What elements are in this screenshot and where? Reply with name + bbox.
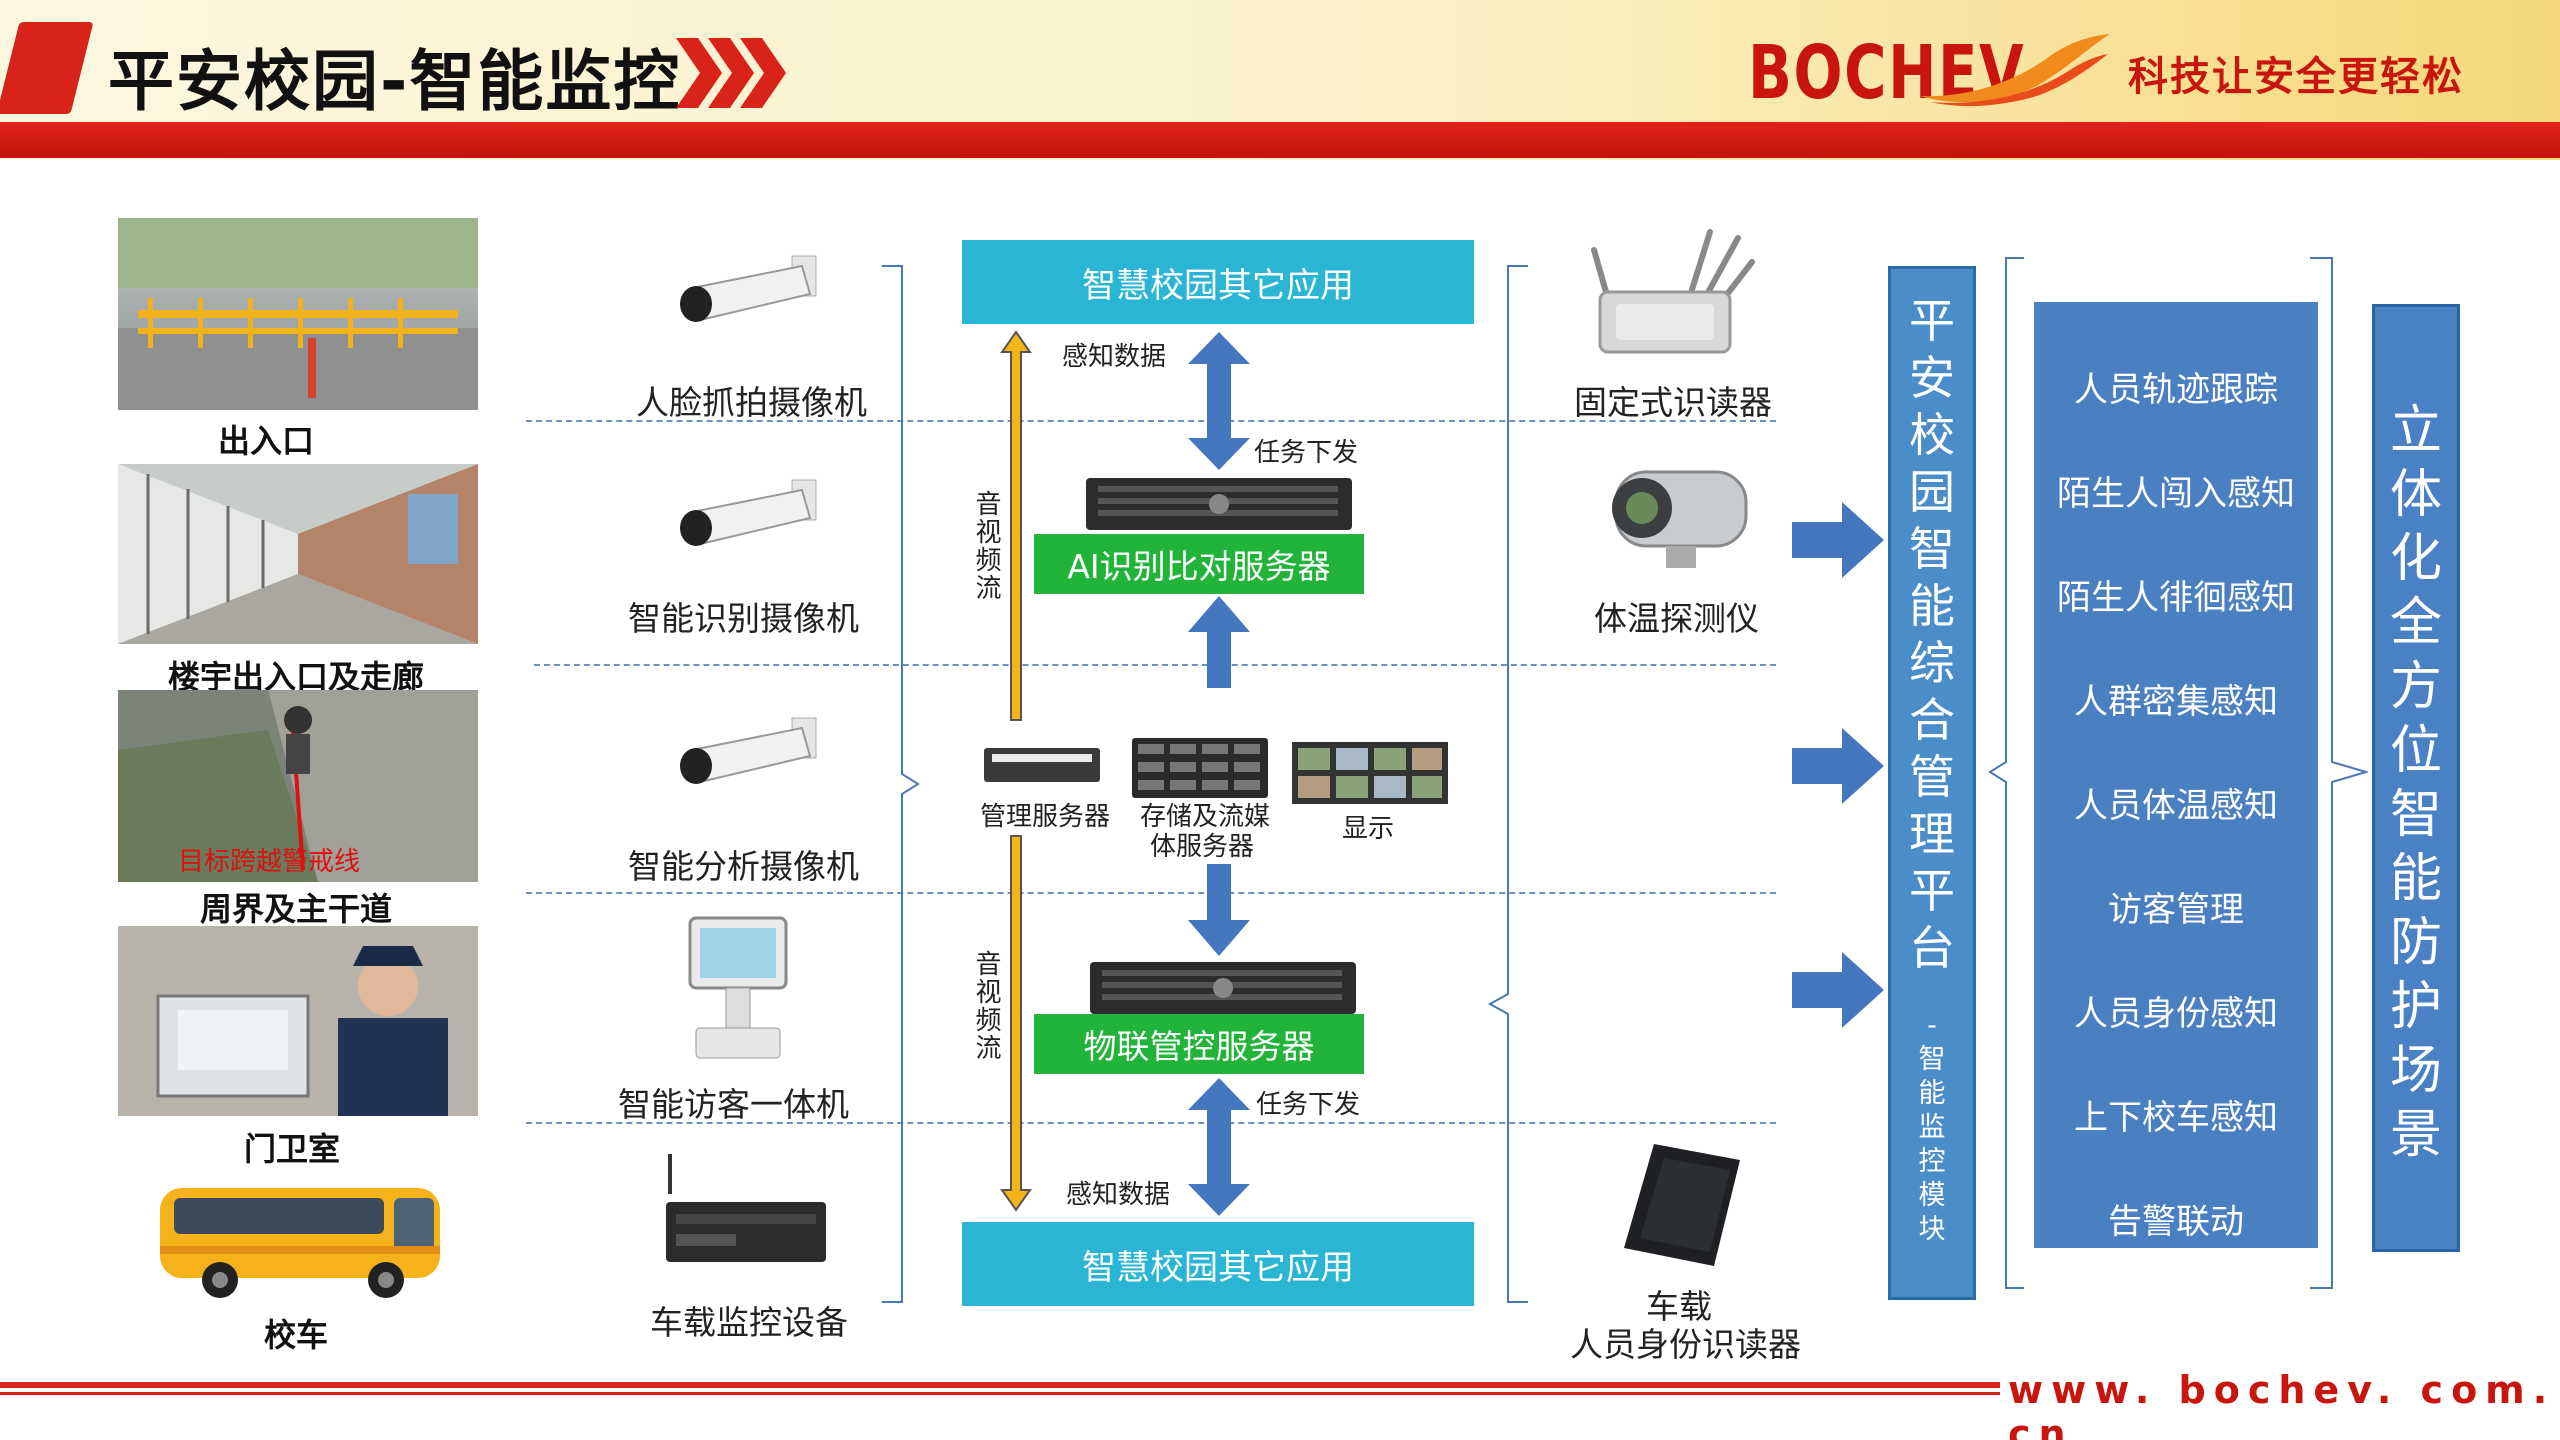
right-arrow-icon (1792, 952, 1884, 1028)
row-separator (526, 892, 1776, 894)
center-group-bracket (1487, 265, 1528, 1303)
left-group-bracket (882, 265, 920, 1303)
ai-server-rack-icon (1086, 478, 1352, 530)
scene-photo-entrance (118, 218, 478, 410)
vehicle-monitor-device-icon (666, 1154, 826, 1262)
function-item: 人群密集感知 (2074, 682, 2278, 722)
recognition-camera-icon (680, 479, 817, 546)
function-list-panel: 人员轨迹跟踪 陌生人闯入感知 陌生人徘徊感知 人群密集感知 人员体温感知 访客管… (2034, 302, 2318, 1248)
slogan: 科技让安全更轻松 (2128, 54, 2464, 100)
scene-photo-corridor (118, 464, 478, 644)
analysis-camera-icon (680, 717, 817, 784)
management-server-label: 管理服务器 (980, 802, 1111, 832)
top-app-box: 智慧校园其它应用 (962, 240, 1474, 324)
management-platform-box: 平安校园智能综合管理平台 -智能监控模块 (1888, 266, 1976, 1300)
device-label-vehicle-reader-line2: 人员身份识读器 (1570, 1325, 1801, 1364)
function-item: 人员轨迹跟踪 (2074, 370, 2278, 410)
device-label-visitor-kiosk: 智能访客一体机 (618, 1085, 849, 1124)
bidirectional-arrow-top (1188, 332, 1250, 470)
management-server-icon (984, 748, 1100, 782)
visitor-kiosk-icon (688, 916, 788, 1059)
header-red-stripe (0, 122, 2560, 158)
av-stream-label-top: 音视频流 (971, 490, 1001, 602)
footer-red-line-thin (0, 1392, 2000, 1395)
scene-label-corridor: 楼宇出入口及走廊 (168, 658, 425, 696)
row-separator (526, 420, 1776, 422)
bottom-app-box: 智慧校园其它应用 (962, 1222, 1474, 1306)
storage-server-label-line2: 体服务器 (1150, 832, 1255, 862)
perimeter-overlay-text: 目标跨越警戒线 (178, 847, 360, 877)
function-item: 人员身份感知 (2074, 994, 2278, 1034)
footer-url: www. bochev. com. cn (2008, 1368, 2556, 1440)
thermal-detector-icon (1612, 470, 1748, 568)
title-badge (0, 22, 94, 114)
device-label-face-camera: 人脸抓拍摄像机 (636, 383, 867, 422)
summary-text: 立体化全方位智能防护场景 (2389, 401, 2442, 1165)
device-label-vehicle-monitor: 车载监控设备 (650, 1303, 848, 1342)
scene-label-entrance: 出入口 (218, 422, 315, 460)
up-arrow-icon (1188, 596, 1250, 688)
platform-subtitle: -智能监控模块 (1918, 1010, 1946, 1245)
fixed-reader-icon (1591, 229, 1755, 354)
scene-label-perimeter: 周界及主干道 (200, 890, 393, 928)
task-label-bottom: 任务下发 (1256, 1090, 1361, 1120)
av-stream-arrow-bottom (1000, 835, 1032, 1212)
function-item: 陌生人闯入感知 (2057, 474, 2295, 514)
sense-data-label-bottom: 感知数据 (1066, 1180, 1171, 1210)
footer-red-line (0, 1382, 2000, 1388)
header-bar: 平安校园-智能监控 BOCHEV 科技让安全更轻松 (0, 0, 2560, 160)
storage-server-icon (1132, 738, 1268, 798)
device-label-vehicle-reader-line1: 车载 (1646, 1287, 1712, 1326)
display-label: 显示 (1342, 814, 1395, 844)
function-item: 陌生人徘徊感知 (2057, 578, 2295, 618)
function-item: 人员体温感知 (2074, 786, 2278, 826)
device-label-analysis-camera: 智能分析摄像机 (628, 847, 859, 886)
video-wall-display-icon (1292, 742, 1448, 804)
school-bus-image (160, 1188, 440, 1298)
right-arrow-icon (1792, 502, 1884, 578)
face-capture-camera-icon (680, 255, 817, 322)
storage-server-label-line1: 存储及流媒 (1140, 802, 1271, 832)
device-label-thermal-detector: 体温探测仪 (1594, 599, 1759, 638)
flame-swoosh-icon (1920, 34, 2110, 107)
av-stream-arrow-top (1000, 330, 1032, 721)
scene-label-bus: 校车 (264, 1316, 329, 1354)
bidirectional-arrow-bottom (1188, 1078, 1250, 1216)
function-item: 上下校车感知 (2074, 1098, 2278, 1138)
av-stream-label-bottom: 音视频流 (971, 950, 1001, 1062)
iot-server-rack-icon (1090, 962, 1356, 1014)
ai-server-box: AI识别比对服务器 (1034, 534, 1364, 594)
scene-photo-guardroom (118, 926, 478, 1116)
device-label-recognition-camera: 智能识别摄像机 (628, 599, 859, 638)
page-title: 平安校园-智能监控 (108, 43, 682, 120)
function-group-bracket (1988, 257, 2024, 1289)
function-item: 访客管理 (2108, 890, 2244, 930)
down-arrow-icon (1188, 864, 1250, 956)
row-separator (526, 1122, 1776, 1124)
vehicle-id-reader-icon (1624, 1144, 1740, 1266)
summary-group-bracket (2310, 257, 2368, 1289)
sense-data-label-top: 感知数据 (1062, 342, 1167, 372)
task-label-top: 任务下发 (1254, 438, 1359, 468)
scene-photo-perimeter: 目标跨越警戒线 (118, 690, 478, 882)
row-separator (534, 664, 1776, 666)
platform-title: 平安校园智能综合管理平台 (1909, 294, 1955, 975)
function-item: 告警联动 (2108, 1202, 2244, 1242)
iot-server-box: 物联管控服务器 (1034, 1014, 1364, 1074)
summary-panel: 立体化全方位智能防护场景 (2372, 304, 2460, 1252)
device-label-fixed-reader: 固定式识读器 (1574, 383, 1772, 422)
chevron-arrows-icon (676, 38, 786, 108)
right-arrow-icon (1792, 728, 1884, 804)
scene-label-guardroom: 门卫室 (244, 1130, 341, 1168)
